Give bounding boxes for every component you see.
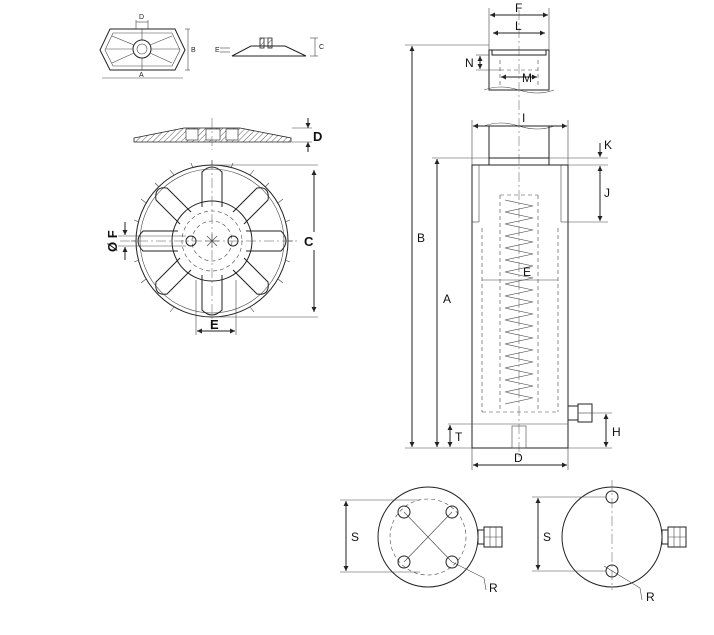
small-saddle-dim-d: D [139, 14, 144, 21]
cylinder-dim-l: L [515, 19, 522, 33]
round-saddle-dim-c: C [304, 234, 314, 249]
cylinder-dim-b: B [417, 231, 425, 245]
small-saddle-dim-a: A [139, 72, 144, 79]
small-saddle-top-view: D B A [99, 14, 196, 79]
cylinder-dim-i: I [522, 111, 525, 125]
cylinder-dim-a: A [443, 292, 451, 306]
cylinder-dim-t: T [455, 430, 463, 444]
cylinder-dim-f: F [515, 1, 522, 15]
round-saddle-top-view: C E Ø F [105, 160, 318, 335]
small-saddle-dim-b: B [191, 47, 196, 54]
round-saddle-dim-e: E [210, 317, 219, 332]
base-view-right: S R [532, 480, 687, 604]
small-saddle-side-dim-c: C [319, 44, 324, 51]
cylinder-dim-m: M [522, 71, 532, 85]
cylinder-dim-e: E [523, 265, 531, 279]
base-right-dim-s: S [543, 530, 551, 544]
base-left-dim-s: S [351, 530, 359, 544]
cylinder-dim-h: H [612, 425, 621, 439]
round-saddle-dim-d: D [313, 129, 322, 144]
round-saddle-dim-f: Ø F [105, 230, 120, 252]
base-right-dim-r: R [646, 590, 655, 604]
cylinder-dim-j: J [604, 186, 610, 200]
cylinder-dim-n: N [465, 56, 474, 70]
base-left-dim-r: R [489, 581, 498, 595]
round-saddle-section: D [133, 118, 322, 152]
small-saddle-side-view: C E [215, 37, 324, 57]
cylinder-section: F L M N I K J E H D [405, 1, 621, 470]
base-view-left: S R [340, 486, 503, 595]
small-saddle-side-dim-e: E [215, 47, 220, 54]
cylinder-dim-k: K [604, 138, 612, 152]
cylinder-dim-d: D [514, 451, 523, 465]
